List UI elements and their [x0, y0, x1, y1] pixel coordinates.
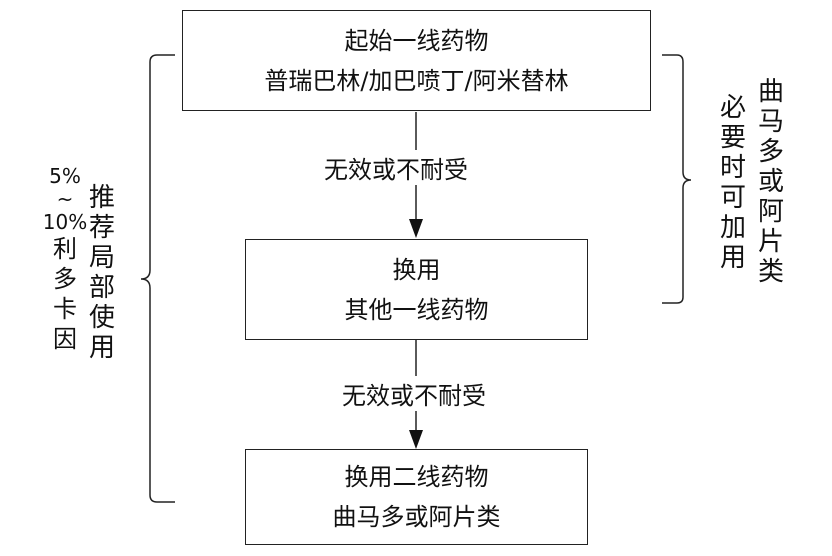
left-note-char: 局 — [88, 243, 115, 273]
box-2-drugs: 其他一线药物 — [344, 295, 489, 324]
start-first-line-box: 起始一线药物 普瑞巴林/加巴喷丁/阿米替林 — [182, 10, 651, 111]
right-note-char: 加 — [719, 213, 746, 243]
left-brace — [140, 54, 175, 503]
left-note-char: 10% — [42, 210, 88, 234]
right-note-char: 或 — [757, 167, 784, 197]
box-2-title: 换用 — [392, 255, 441, 284]
right-note-char: 类 — [757, 257, 784, 287]
right-note-char: 马 — [757, 107, 784, 137]
right-note-char: 必 — [719, 93, 746, 123]
left-note-char: 部 — [88, 273, 115, 303]
left-note-char: 因 — [53, 325, 77, 353]
right-note-char: 多 — [757, 137, 784, 167]
left-note-char: 利 — [53, 235, 77, 263]
right-note-char: 时 — [719, 153, 746, 183]
box-3-drugs: 曲马多或阿片类 — [332, 503, 501, 531]
left-note-char: 推 — [88, 183, 115, 213]
arrowhead-2 — [409, 430, 423, 449]
right-note-char: 片 — [757, 227, 784, 257]
right-note-column-2: 必 要 时 可 加 用 — [717, 93, 749, 273]
right-note-char: 可 — [719, 183, 746, 213]
left-note-char: 荐 — [88, 213, 115, 243]
box-1-drugs: 普瑞巴林/加巴喷丁/阿米替林 — [264, 66, 569, 95]
box-1-title: 起始一线药物 — [344, 26, 489, 55]
left-note-char: 使 — [88, 303, 115, 333]
left-note-char: 用 — [88, 333, 115, 363]
arrowhead-1 — [409, 219, 423, 238]
right-note-char: 阿 — [757, 197, 784, 227]
left-note-column-1: 推 荐 局 部 使 用 — [86, 183, 118, 363]
left-note-column-2: 5% ~ 10% 利 多 卡 因 — [42, 164, 88, 354]
left-note-char: ~ — [56, 187, 74, 211]
second-line-box: 换用二线药物 曲马多或阿片类 — [245, 449, 588, 545]
left-note-char: 5% — [49, 164, 81, 188]
right-note-column-1: 曲 马 多 或 阿 片 类 — [755, 77, 787, 287]
left-note-char: 多 — [53, 265, 77, 293]
left-note-char: 卡 — [53, 295, 77, 323]
right-note-char: 用 — [719, 243, 746, 273]
arrow-2-label: 无效或不耐受 — [342, 376, 486, 411]
right-brace — [662, 54, 692, 304]
arrow-1-label: 无效或不耐受 — [324, 150, 468, 185]
right-note-char: 曲 — [757, 77, 784, 107]
switch-other-first-line-box: 换用 其他一线药物 — [245, 239, 588, 340]
box-3-title: 换用二线药物 — [344, 463, 489, 491]
right-note-char: 要 — [719, 123, 746, 153]
